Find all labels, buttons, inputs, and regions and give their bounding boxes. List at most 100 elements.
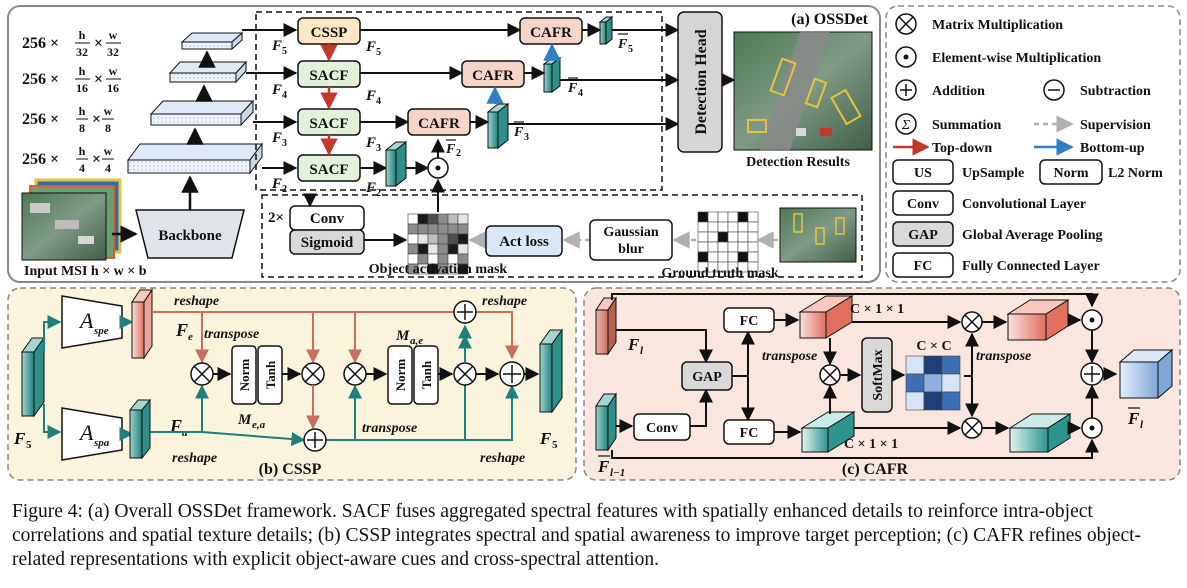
grid-cell bbox=[417, 243, 429, 255]
grid-cell bbox=[717, 221, 729, 233]
grid-cell bbox=[427, 243, 439, 255]
svg-text:Tanh: Tanh bbox=[419, 360, 434, 389]
svg-text:×: × bbox=[92, 111, 101, 128]
grid-cell bbox=[923, 355, 943, 375]
svg-text:Subtraction: Subtraction bbox=[1080, 84, 1151, 99]
f4-refined-block bbox=[542, 57, 562, 93]
repeat-label: 2× bbox=[268, 210, 284, 226]
svg-text:F: F bbox=[271, 176, 282, 192]
svg-text:F: F bbox=[365, 180, 376, 196]
grid-cell bbox=[727, 221, 739, 233]
svg-text:spa: spa bbox=[93, 437, 110, 449]
grid-cell bbox=[747, 251, 759, 263]
svg-text:F: F bbox=[365, 88, 376, 104]
grid-cell bbox=[427, 213, 439, 225]
svg-text:4: 4 bbox=[79, 161, 85, 175]
svg-text:reshape: reshape bbox=[174, 294, 219, 309]
svg-text:a,e: a,e bbox=[410, 335, 423, 347]
grid-cell bbox=[727, 241, 739, 253]
svg-text:5: 5 bbox=[376, 47, 381, 58]
legend-elementwise-mult: Element-wise Multiplication bbox=[895, 46, 1101, 68]
svg-text:2: 2 bbox=[456, 148, 461, 159]
legend-matrix-mult: Matrix Multiplication bbox=[895, 13, 1063, 35]
svg-text:×: × bbox=[92, 151, 101, 168]
grid-cell bbox=[747, 241, 759, 253]
grid-cell bbox=[427, 233, 439, 245]
activation-region bbox=[261, 194, 863, 278]
grid-cell bbox=[417, 213, 429, 225]
cssp-output-block bbox=[539, 328, 563, 414]
neck-region bbox=[255, 11, 663, 191]
cssp-plus-top-icon bbox=[453, 300, 477, 324]
svg-text:256 ×: 256 × bbox=[22, 35, 59, 52]
panel-b-title: (b) CSSP bbox=[259, 461, 322, 478]
grid-cell bbox=[697, 231, 709, 243]
svg-text:Fully Connected Layer: Fully Connected Layer bbox=[962, 259, 1100, 274]
svg-text:transpose: transpose bbox=[762, 349, 817, 364]
svg-text:h: h bbox=[79, 64, 86, 78]
svg-text:F: F bbox=[365, 135, 376, 151]
grid-cell bbox=[717, 211, 729, 223]
svg-text:M: M bbox=[395, 328, 410, 344]
svg-text:2: 2 bbox=[376, 188, 381, 199]
f5-refined-block bbox=[598, 15, 614, 46]
detection-results-label: Detection Results bbox=[746, 155, 850, 170]
legend-fc: FC Fully Connected Layer bbox=[892, 252, 1100, 278]
grid-cell bbox=[747, 261, 759, 273]
svg-text:Convolutional Layer: Convolutional Layer bbox=[962, 197, 1086, 212]
svg-text:reshape: reshape bbox=[480, 451, 525, 466]
grid-cell bbox=[737, 211, 749, 223]
svg-text:GAP: GAP bbox=[908, 228, 938, 243]
legend-l2norm: Norm L2 Norm bbox=[1039, 159, 1163, 185]
svg-text:5: 5 bbox=[628, 44, 633, 55]
svg-text:w: w bbox=[109, 28, 118, 42]
legend-frame bbox=[885, 5, 1181, 283]
grid-cell bbox=[697, 211, 709, 223]
svg-text:F: F bbox=[13, 429, 26, 448]
grid-cell bbox=[427, 223, 439, 235]
grid-cell bbox=[457, 223, 469, 235]
svg-text:256 ×: 256 × bbox=[22, 71, 59, 88]
grid-cell bbox=[457, 263, 469, 275]
panel-a-title: (a) OSSDet bbox=[791, 11, 869, 28]
scale-1-16: 256 × h 16 × w 16 bbox=[22, 64, 121, 95]
cssp-plus-bottom-icon bbox=[303, 428, 327, 452]
svg-text:e,a: e,a bbox=[252, 419, 266, 431]
svg-text:Act loss: Act loss bbox=[499, 234, 549, 250]
svg-text:32: 32 bbox=[76, 45, 88, 59]
grid-cell bbox=[707, 241, 719, 253]
svg-text:l: l bbox=[640, 345, 644, 357]
backbone-label: Backbone bbox=[158, 228, 222, 244]
cafr-vector-bottom bbox=[800, 411, 856, 453]
grid-cell bbox=[437, 243, 449, 255]
grid-cell bbox=[747, 211, 759, 223]
pyramid-layer-1-32 bbox=[180, 31, 244, 51]
grid-cell bbox=[437, 223, 449, 235]
svg-text:Addition: Addition bbox=[932, 84, 985, 99]
feature-pyramid bbox=[127, 31, 263, 210]
grid-cell bbox=[923, 391, 943, 411]
svg-text:GAP: GAP bbox=[692, 370, 722, 385]
a-spa-block bbox=[61, 407, 123, 461]
grid-cell bbox=[407, 233, 419, 245]
svg-text:spe: spe bbox=[93, 325, 109, 337]
grid-cell bbox=[747, 231, 759, 243]
elementwise-mult-icon bbox=[427, 157, 449, 179]
grid-cell bbox=[727, 251, 739, 263]
svg-text:3: 3 bbox=[524, 132, 529, 143]
svg-text:C × 1 × 1: C × 1 × 1 bbox=[850, 302, 904, 317]
svg-text:3: 3 bbox=[376, 143, 381, 154]
svg-text:4: 4 bbox=[105, 161, 111, 175]
svg-text:reshape: reshape bbox=[482, 294, 527, 309]
fl1-feature-block bbox=[595, 392, 617, 452]
svg-text:F: F bbox=[271, 130, 282, 146]
svg-text:F: F bbox=[271, 82, 282, 98]
cafr-times-bottom-icon bbox=[961, 417, 983, 439]
svg-text:blur: blur bbox=[618, 242, 644, 257]
grid-cell bbox=[727, 211, 739, 223]
panel-a-frame bbox=[7, 5, 881, 283]
cafr-dot-top-icon bbox=[1081, 309, 1103, 331]
gt-source-image bbox=[779, 207, 857, 263]
pyramid-layer-1-16 bbox=[168, 60, 248, 84]
